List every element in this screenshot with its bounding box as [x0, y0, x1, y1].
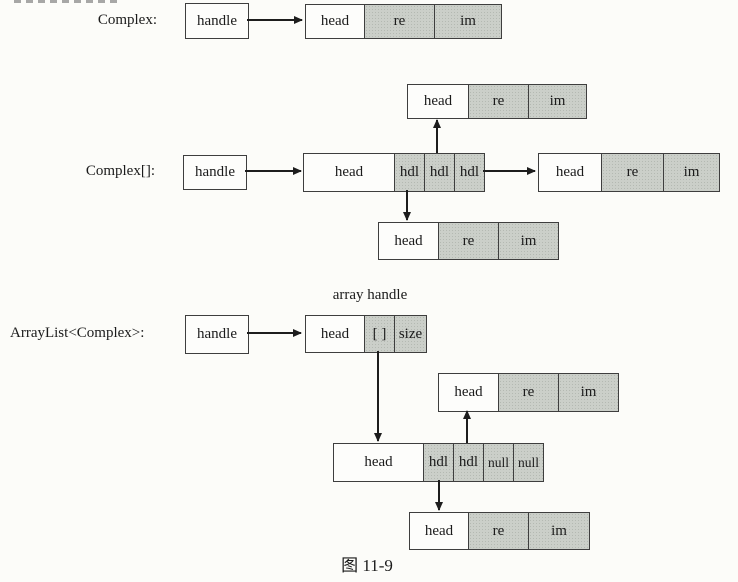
field-re: re — [364, 5, 434, 38]
row-label-complex-array: Complex[]: — [85, 163, 155, 179]
arrow-hdl3-to-right-element — [483, 167, 536, 175]
field-re: re — [498, 374, 558, 411]
field-head: head — [394, 232, 423, 249]
handle-label: handle — [195, 164, 235, 180]
complex-array-right-element-box: head re im — [538, 153, 720, 192]
arraylist-backing-array-box: head hdl hdl null null — [333, 443, 544, 482]
field-array-handle: [ ] — [364, 316, 394, 352]
arrow-complex-handle-to-object — [247, 16, 303, 24]
field-re: re — [468, 85, 528, 118]
arrow-hdl1-to-lower-element — [435, 480, 443, 511]
field-hdl-1: hdl — [394, 154, 424, 191]
complex-handle-box: handle — [185, 3, 249, 39]
complex-array-upper-element-box: head re im — [407, 84, 587, 119]
arraylist-handle-box: handle — [185, 315, 249, 354]
arrow-list-handle-to-list-object — [247, 329, 302, 337]
field-head: head — [555, 164, 585, 180]
field-head: head — [423, 93, 453, 109]
field-head: head — [320, 13, 350, 29]
field-head: head — [364, 454, 393, 470]
arrow-array-handle-to-array — [245, 167, 302, 175]
field-im: im — [663, 154, 719, 191]
figure-caption: 图 11-9 — [341, 556, 393, 575]
field-hdl-2: hdl — [453, 444, 483, 481]
field-size: size — [394, 316, 426, 352]
complex-object-box: head re im — [305, 4, 502, 39]
complex-array-lower-element-box: head re im — [378, 222, 559, 260]
field-re: re — [601, 154, 663, 191]
field-hdl-1: hdl — [423, 444, 453, 481]
arraylist-element-box: head re im — [438, 373, 619, 412]
field-im: im — [498, 223, 558, 259]
arrow-hdl2-to-element — [463, 410, 471, 443]
row-label-arraylist: ArrayList<Complex>: — [10, 325, 145, 341]
handle-label: handle — [197, 326, 237, 342]
field-im: im — [528, 85, 586, 118]
field-im: im — [558, 374, 618, 411]
row-label-complex: Complex: — [97, 12, 157, 28]
arrow-array-handle-to-backing-array — [374, 351, 382, 442]
complex-array-handle-box: handle — [183, 155, 247, 190]
field-null-2: null — [513, 444, 543, 481]
field-head: head — [320, 325, 350, 342]
field-im: im — [434, 5, 501, 38]
handle-label: handle — [197, 12, 237, 29]
scan-artifact — [14, 0, 118, 3]
field-head: head — [334, 164, 364, 180]
arraylist-object-box: head [ ] size — [305, 315, 427, 353]
field-im: im — [528, 513, 589, 549]
field-head: head — [454, 384, 483, 400]
field-re: re — [468, 513, 528, 549]
field-re: re — [438, 223, 498, 259]
arrow-hdl2-to-upper-element — [433, 119, 441, 153]
arraylist-lower-element-box: head re im — [409, 512, 590, 550]
field-null-1: null — [483, 444, 513, 481]
arrow-hdl1-to-lower-element — [403, 190, 411, 221]
array-handle-annotation: array handle — [332, 287, 408, 303]
complex-array-object-box: head hdl hdl hdl — [303, 153, 485, 192]
field-hdl-3: hdl — [454, 154, 484, 191]
field-hdl-2: hdl — [424, 154, 454, 191]
field-head: head — [424, 522, 454, 539]
